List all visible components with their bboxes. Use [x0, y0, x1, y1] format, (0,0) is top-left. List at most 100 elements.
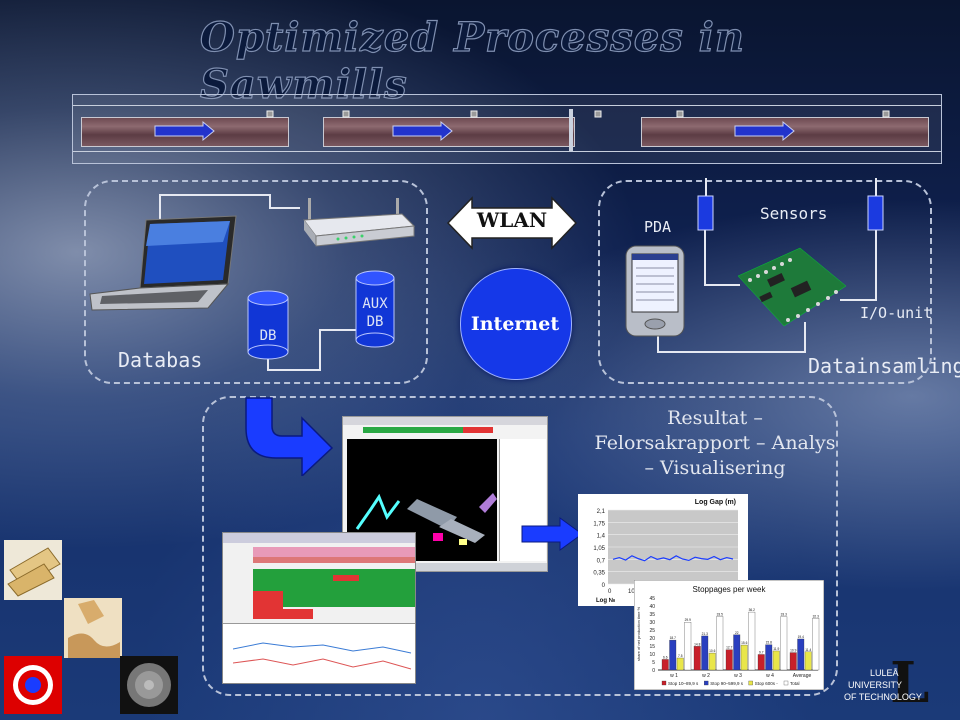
data-label: 15.8	[766, 641, 772, 645]
data-label: 19.4	[798, 635, 804, 639]
bar	[708, 652, 716, 671]
data-label: 10.6	[709, 649, 715, 653]
databas-label: Databas	[118, 348, 203, 372]
bar	[716, 616, 724, 671]
pda-label: PDA	[644, 218, 672, 236]
page-title: Optimized Processes in Sawmills	[199, 13, 745, 108]
bar	[789, 652, 797, 671]
bar	[725, 649, 733, 671]
result-region	[202, 396, 838, 696]
y-tick-label: 0,7	[597, 558, 606, 564]
logo-mark: L	[890, 650, 930, 716]
legend-swatch	[661, 680, 667, 686]
internet-circle	[460, 268, 572, 380]
y-tick-label: 0	[602, 583, 606, 589]
bar	[812, 618, 820, 671]
y-tick-label: 30	[649, 620, 655, 626]
sensor-1-icon	[697, 195, 714, 231]
bar	[740, 644, 748, 671]
y-tick-label: 5	[652, 660, 655, 666]
conveyor-band	[72, 94, 942, 164]
y-tick-label: 25	[649, 628, 655, 634]
x-axis-label: Log №	[596, 597, 616, 604]
bar	[733, 634, 741, 671]
data-label: 6.6	[663, 655, 668, 659]
bar	[669, 639, 677, 671]
category-label: w 4	[766, 673, 774, 679]
data-label: 33.3	[781, 613, 787, 617]
aux-db-cylinder: AUX DB	[355, 270, 395, 348]
timber-photo	[4, 540, 62, 600]
data-label: 29.9	[685, 618, 691, 622]
legend-label: Stop 90–599,9 s	[710, 681, 744, 686]
io-unit-label: I/O-unit	[860, 304, 933, 322]
aux-db-label-line1: AUX	[362, 296, 388, 312]
y-axis-label: share of net production time %	[636, 606, 641, 661]
wlan-double-arrow	[446, 196, 578, 250]
y-tick-label: 20	[649, 636, 655, 642]
legend-swatch	[748, 680, 753, 686]
data-label: 7.5	[678, 654, 683, 658]
category-label: Average	[793, 673, 812, 679]
datainsamling-region	[598, 180, 932, 384]
wlan-label: WLAN	[476, 208, 548, 232]
laptop-icon	[89, 215, 237, 311]
db-cylinder: DB	[247, 290, 289, 360]
bar	[676, 657, 684, 671]
series-line	[612, 555, 734, 562]
bar	[684, 622, 692, 671]
stoppages-chart: Stoppages per week051015202530354045shar…	[634, 580, 824, 690]
data-label: 15.6	[741, 641, 747, 645]
logo-line1: LULEÅ	[870, 668, 899, 678]
data-label: 9.7	[759, 650, 764, 654]
flow-arrow-icon	[734, 120, 795, 142]
category-label: w 1	[670, 673, 678, 679]
y-tick-label: 35	[649, 612, 655, 618]
y-tick-label: 1,05	[593, 546, 605, 552]
category-label: w 2	[702, 673, 710, 679]
logo-line3: OF TECHNOLOGY	[844, 692, 922, 702]
data-label: 11.9	[773, 647, 779, 651]
flow-arrow-icons	[154, 110, 890, 142]
flow-arrow-icon	[154, 120, 215, 142]
chart-title: Stoppages per week	[693, 585, 767, 594]
io-board-icon	[737, 247, 847, 327]
y-tick-label: 0	[652, 668, 655, 674]
x-tick-label: 10	[628, 589, 635, 595]
bar	[693, 646, 701, 671]
y-tick-label: 40	[649, 604, 655, 610]
chart-title: Log Gap (m)	[695, 499, 736, 506]
bar	[797, 638, 805, 671]
y-tick-label: 1,75	[593, 521, 605, 527]
pda-icon	[625, 245, 685, 337]
bar	[772, 650, 780, 671]
legend-label: Stop 10–89,9 s	[668, 681, 699, 686]
legend-label: Stop 600s -	[755, 681, 779, 686]
bar	[701, 635, 709, 671]
target-photo	[4, 656, 62, 714]
data-label: 10.9	[790, 649, 796, 653]
internet-label: Internet	[470, 313, 560, 335]
gantt-screenshot	[222, 532, 416, 684]
bar	[780, 616, 788, 671]
sensors-label: Sensors	[760, 204, 828, 223]
chart-background	[634, 580, 824, 690]
legend-label: Total	[790, 681, 800, 686]
bar	[765, 644, 773, 671]
router-icon	[303, 198, 416, 247]
curved-arrow-icon	[245, 397, 334, 476]
x-tick-label: 0	[608, 589, 612, 595]
bar	[661, 659, 669, 671]
data-label: 11.4	[805, 648, 811, 652]
y-tick-label: 10	[649, 652, 655, 658]
databas-region	[84, 180, 428, 384]
result-text-line2: Felorsakrapport – Analys	[594, 432, 836, 454]
bar	[804, 651, 812, 671]
log-crosssection-photo	[120, 656, 178, 714]
legend-swatch	[704, 680, 709, 686]
straight-arrow-icon	[521, 517, 583, 551]
data-label: 18.7	[670, 636, 676, 640]
data-label: 36.2	[749, 608, 755, 612]
db-label: DB	[259, 328, 277, 344]
data-label: 14.8	[694, 642, 700, 646]
